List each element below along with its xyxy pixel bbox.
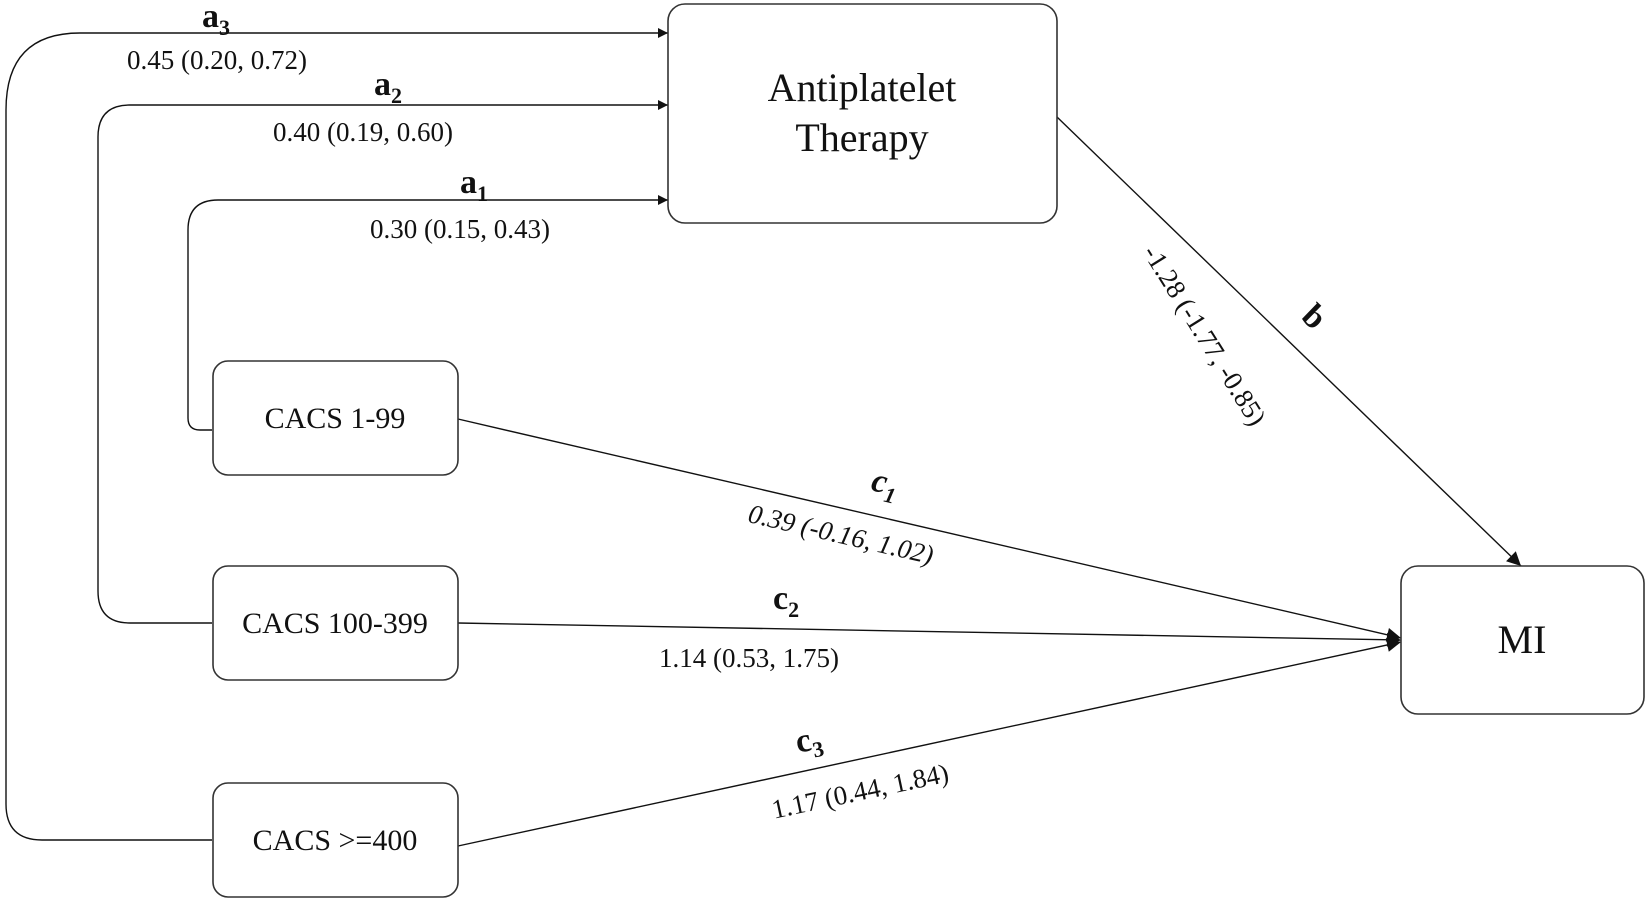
path-b-name: b <box>1294 297 1333 337</box>
node-antiplatelet-therapy: Antiplatelet Therapy <box>667 3 1058 224</box>
path-a1-line <box>187 195 668 431</box>
path-a2-value: 0.40 (0.19, 0.60) <box>273 117 453 147</box>
node-antiplatelet-label-line1: Antiplatelet <box>768 65 957 110</box>
path-c1-value: 0.39 (-0.16, 1.02) <box>746 498 937 570</box>
path-c3-line <box>457 638 1402 847</box>
path-c2-name: c2 <box>773 580 799 622</box>
node-mi-label: MI <box>1498 617 1547 662</box>
path-a3-name: a3 <box>202 0 230 40</box>
path-c3-name: c3 <box>792 719 826 766</box>
path-a2-line <box>97 100 668 624</box>
path-c3-value: 1.17 (0.44, 1.84) <box>769 758 951 825</box>
node-cacs-400: CACS >=400 <box>212 782 459 898</box>
node-cacs-100-399-label: CACS 100-399 <box>242 607 428 640</box>
path-a3-line <box>5 28 668 841</box>
path-a3-value: 0.45 (0.20, 0.72) <box>127 45 307 75</box>
node-cacs-1-99-label: CACS 1-99 <box>265 402 406 435</box>
node-mi: MI <box>1400 565 1645 715</box>
path-c2-line <box>457 622 1402 647</box>
path-c1-name: c1 <box>867 462 902 509</box>
path-a1-name: a1 <box>460 164 488 206</box>
path-b-value: -1.28 (-1.77, -0.85) <box>1137 240 1272 431</box>
node-cacs-100-399: CACS 100-399 <box>212 565 459 681</box>
path-b-line <box>1056 116 1522 567</box>
path-a1-value: 0.30 (0.15, 0.43) <box>370 214 550 244</box>
path-a2-name: a2 <box>374 66 402 108</box>
node-cacs-400-label: CACS >=400 <box>253 824 418 857</box>
node-cacs-1-99: CACS 1-99 <box>212 360 459 476</box>
path-c2-value: 1.14 (0.53, 1.75) <box>659 643 839 673</box>
path-c1-line <box>457 418 1402 642</box>
node-antiplatelet-label-line2: Therapy <box>795 115 928 160</box>
